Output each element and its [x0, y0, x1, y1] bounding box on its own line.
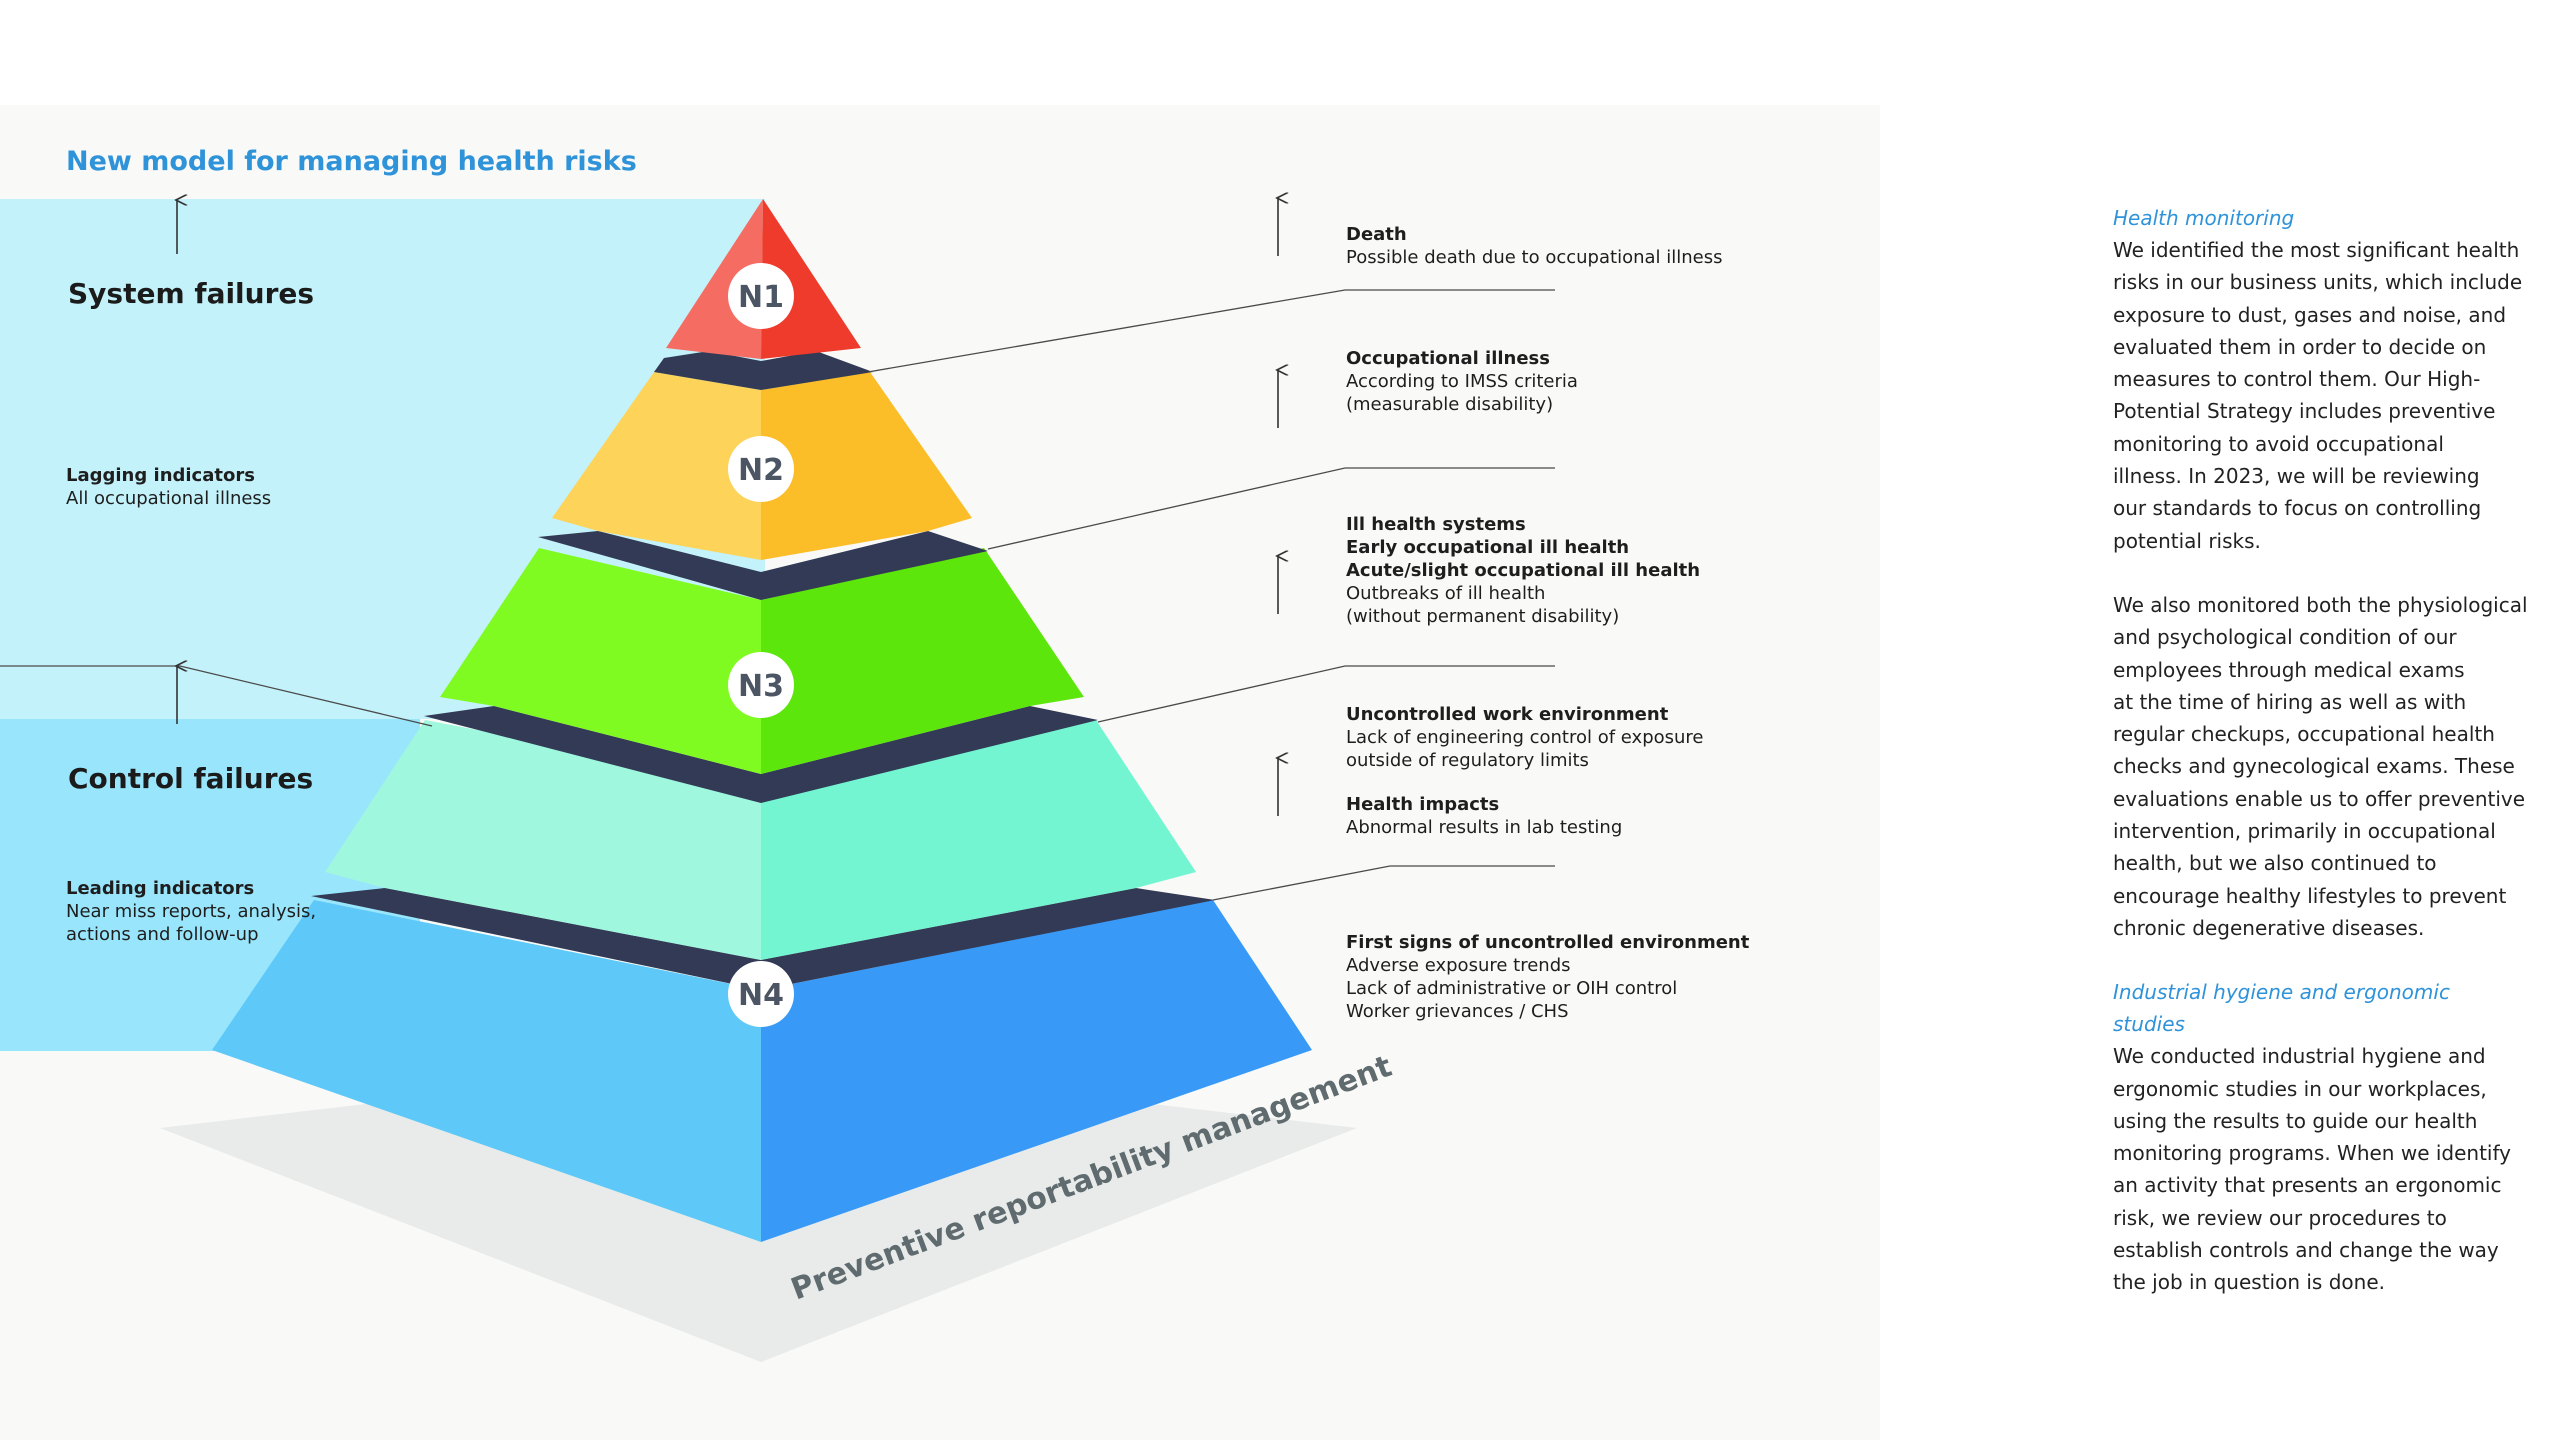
paragraph-line: potential risks.: [2113, 528, 2261, 553]
health-impacts-label: Health impacts Abnormal results in lab t…: [1346, 793, 1622, 839]
ill-health-title: Acute/slight occupational ill health: [1346, 560, 1701, 581]
lagging-indicators-text: All occupational illness: [66, 488, 272, 509]
paragraph-line: monitoring to avoid occupational: [2113, 431, 2444, 456]
first-signs-label: First signs of uncontrolled environment …: [1346, 931, 1749, 1023]
lagging-indicators-title: Lagging indicators: [66, 465, 255, 486]
paragraph-line: intervention, primarily in occupational: [2113, 819, 2496, 844]
ill-health-title: Early occupational ill health: [1346, 537, 1630, 558]
connector-uncontrolled: [1097, 665, 1555, 723]
ill-health-line: Outbreaks of ill health: [1346, 583, 1546, 604]
paragraph-line: exposure to dust, gases and noise, and: [2113, 302, 2507, 327]
connector-ill-health: [987, 467, 1555, 550]
level-n2-circle: [728, 436, 794, 502]
uncontrolled-title: Uncontrolled work environment: [1346, 704, 1669, 725]
connector-first-signs: [1212, 865, 1555, 901]
divider-n1: [654, 351, 873, 390]
first-signs-line: Adverse exposure trends: [1346, 955, 1571, 976]
lagging-indicators: Lagging indicators All occupational illn…: [66, 464, 271, 510]
paragraph-line: ergonomic studies in our workplaces,: [2113, 1076, 2487, 1101]
death-title: Death: [1346, 224, 1407, 245]
paragraph-line: at the time of hiring as well as with: [2113, 689, 2467, 714]
level-n3-label: N3: [738, 669, 784, 704]
first-signs-title: First signs of uncontrolled environment: [1346, 932, 1750, 953]
health-monitoring-paragraph: We identified the most significant healt…: [2113, 234, 2523, 557]
paragraph-line: regular checkups, occupational health: [2113, 722, 2495, 747]
connector-death: [867, 289, 1555, 373]
medical-monitoring-paragraph: We also monitored both the physiological…: [2113, 589, 2528, 944]
paragraph-line: We also monitored both the physiological: [2113, 592, 2528, 617]
ill-health-line: (without permanent disability): [1346, 606, 1620, 627]
control-failures-title: Control failures: [68, 762, 314, 795]
sidebar-text: Health monitoring We identified the most…: [2113, 202, 2528, 1299]
paragraph-line: checks and gynecological exams. These: [2113, 754, 2515, 779]
divider-n3: [424, 706, 1098, 803]
level-n4-circle: [728, 961, 794, 1027]
industrial-hygiene-heading: Industrial hygiene and ergonomic studies: [2113, 980, 2450, 1037]
paragraph-line: health, but we also continued to: [2113, 851, 2437, 876]
ill-health-title: Ill health systems: [1346, 514, 1526, 535]
system-failures-title: System failures: [68, 277, 315, 310]
leading-indicators-line: actions and follow-up: [66, 924, 259, 945]
paragraph-line: employees through medical exams: [2113, 657, 2465, 682]
level-n3-circle: [728, 652, 794, 718]
divider-n2: [538, 531, 988, 600]
paragraph-line: establish controls and change the way: [2113, 1238, 2499, 1263]
leading-indicators-line: Near miss reports, analysis,: [66, 901, 317, 922]
level-n1-label: N1: [738, 280, 784, 315]
paragraph-line: We conducted industrial hygiene and: [2113, 1044, 2486, 1069]
paragraph-line: using the results to guide our health: [2113, 1108, 2478, 1133]
level-n3-right: [761, 548, 1084, 774]
paragraph-line: Potential Strategy includes preventive: [2113, 399, 2496, 424]
level-n3-left: [440, 548, 761, 774]
paragraph-line: our standards to focus on controlling: [2113, 496, 2482, 521]
level-n4a-left: [325, 720, 761, 960]
level-n1-right: [761, 199, 861, 359]
paragraph-line: risks in our business units, which inclu…: [2113, 270, 2523, 295]
occupational-illness-label: Occupational illness According to IMSS c…: [1346, 347, 1578, 416]
paragraph-line: risk, we review our procedures to: [2113, 1205, 2447, 1230]
level-n4-right: [761, 900, 1312, 1242]
health-impacts-title: Health impacts: [1346, 794, 1500, 815]
uncontrolled-line: outside of regulatory limits: [1346, 750, 1589, 771]
first-signs-line: Worker grievances / CHS: [1346, 1001, 1569, 1022]
paragraph-line: monitoring programs. When we identify: [2113, 1141, 2512, 1166]
leading-indicators-title: Leading indicators: [66, 878, 255, 899]
health-monitoring-heading: Health monitoring: [2113, 206, 2295, 230]
level-n2-right: [761, 372, 972, 560]
first-signs-line: Lack of administrative or OIH control: [1346, 978, 1678, 999]
health-impacts-line: Abnormal results in lab testing: [1346, 817, 1623, 838]
paragraph-line: We identified the most significant healt…: [2113, 238, 2520, 262]
level-n1-circle: [728, 263, 794, 329]
leading-indicators: Leading indicators Near miss reports, an…: [66, 877, 316, 946]
level-n4-left: [212, 900, 761, 1242]
level-n2-left: [552, 372, 761, 560]
paragraph-line: encourage healthy lifestyles to prevent: [2113, 883, 2507, 908]
paragraph-line: chronic degenerative diseases.: [2113, 915, 2425, 940]
paragraph-line: and psychological condition of our: [2113, 625, 2457, 650]
level-n4a-right: [761, 720, 1196, 960]
occupational-illness-line: According to IMSS criteria: [1346, 371, 1578, 392]
occupational-illness-title: Occupational illness: [1346, 348, 1550, 369]
uncontrolled-environment-label: Uncontrolled work environment Lack of en…: [1346, 703, 1704, 772]
diagram-title: New model for managing health risks: [66, 146, 637, 177]
death-line: Possible death due to occupational illne…: [1346, 247, 1723, 268]
uncontrolled-line: Lack of engineering control of exposure: [1346, 727, 1704, 748]
occupational-illness-line: (measurable disability): [1346, 394, 1554, 415]
level-n4-label: N4: [738, 978, 784, 1013]
health-risk-pyramid: N1 N2 N3 N4 Preventive reportability man…: [0, 0, 1555, 1362]
paragraph-line: measures to control them. Our High-: [2113, 367, 2481, 392]
industrial-hygiene-paragraph: We conducted industrial hygiene and ergo…: [2113, 1040, 2513, 1298]
paragraph-line: evaluations enable us to offer preventiv…: [2113, 786, 2526, 811]
paragraph-line: evaluated them in order to decide on: [2113, 334, 2487, 359]
paragraph-line: the job in question is done.: [2113, 1270, 2385, 1295]
paragraph-line: illness. In 2023, we will be reviewing: [2113, 464, 2480, 489]
death-label: Death Possible death due to occupational…: [1346, 223, 1723, 269]
level-n2-label: N2: [738, 453, 784, 488]
ill-health-label: Ill health systems Early occupational il…: [1346, 513, 1700, 628]
paragraph-line: an activity that presents an ergonomic: [2113, 1173, 2502, 1198]
